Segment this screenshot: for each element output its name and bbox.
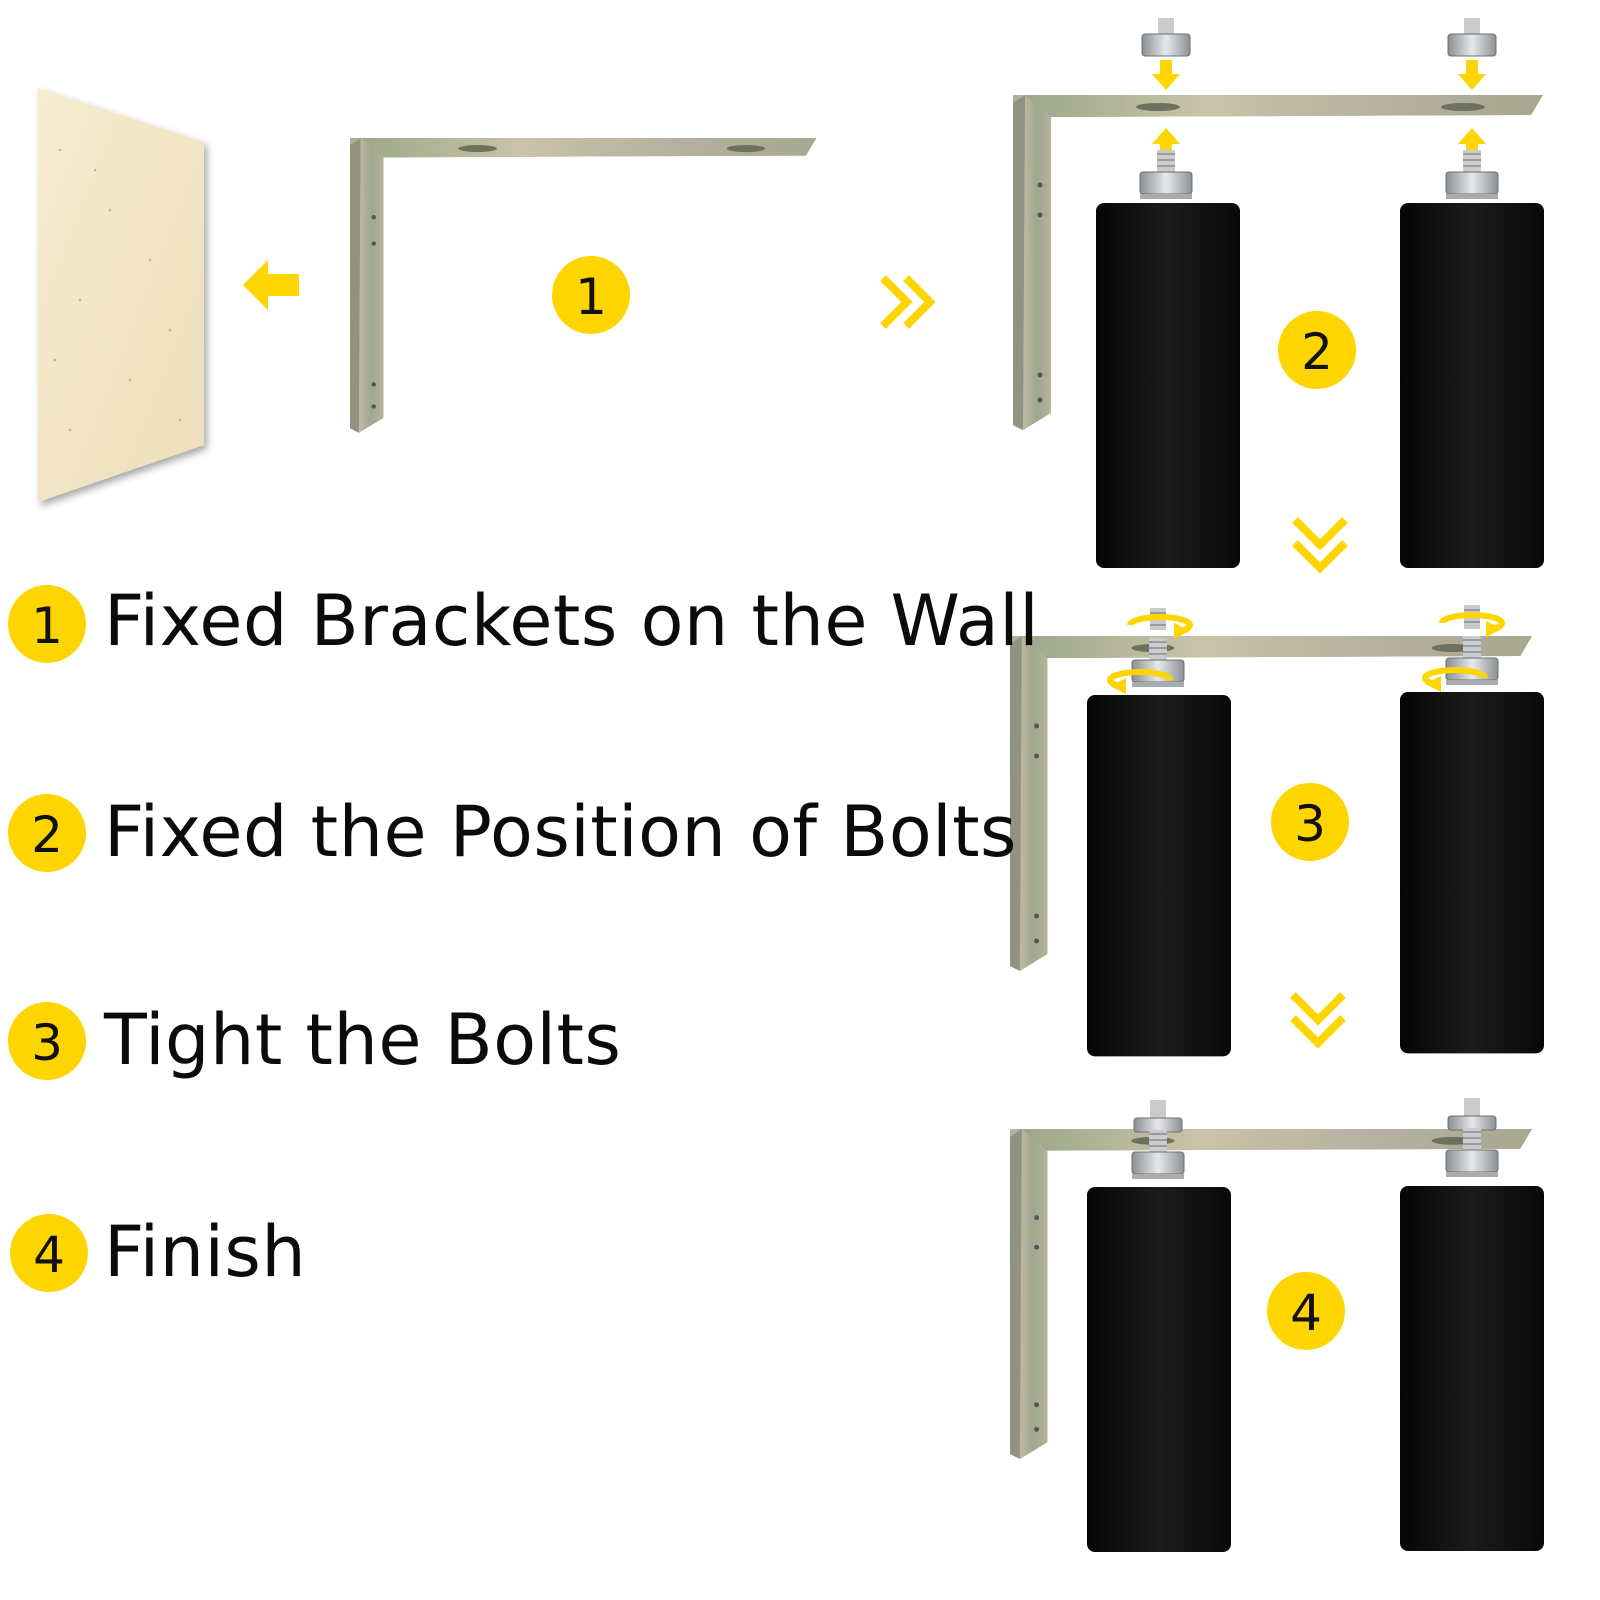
double-chevron-right-icon <box>880 275 936 329</box>
step-3-number-diagram: 3 <box>1294 795 1326 853</box>
down-arrow-icon <box>1152 60 1180 90</box>
step-3-badge: 3 <box>8 1002 86 1080</box>
step-2-number: 2 <box>31 806 63 864</box>
assembly-stage-4: 4 <box>1010 1098 1544 1552</box>
step-2-badge: 2 <box>8 794 86 872</box>
wall-panel <box>38 88 204 502</box>
double-chevron-down-icon <box>1292 517 1348 574</box>
step-2-number-diagram: 2 <box>1301 323 1333 381</box>
assembly-stage-3: 3 <box>1010 605 1544 1057</box>
step-1-label: Fixed Brackets on the Wall <box>104 580 1040 662</box>
left-arrow-icon <box>243 260 299 310</box>
step-4-number: 4 <box>33 1226 65 1284</box>
step-1-badge-diagram: 1 <box>552 256 630 334</box>
step-2-label: Fixed the Position of Bolts <box>104 791 1018 873</box>
step-4-label: Finish <box>104 1211 307 1293</box>
step-1-number-diagram: 1 <box>575 268 607 326</box>
step-1-badge: 1 <box>8 585 86 663</box>
step-1-number: 1 <box>31 597 63 655</box>
step-4-number-diagram: 4 <box>1290 1284 1322 1342</box>
assembly-stage-2: 2 <box>1013 18 1544 568</box>
step-3-label: Tight the Bolts <box>104 999 622 1081</box>
step-3-number: 3 <box>31 1014 63 1072</box>
double-chevron-down-icon <box>1290 992 1346 1049</box>
down-arrow-icon <box>1458 60 1486 90</box>
step-4-badge: 4 <box>10 1214 88 1292</box>
